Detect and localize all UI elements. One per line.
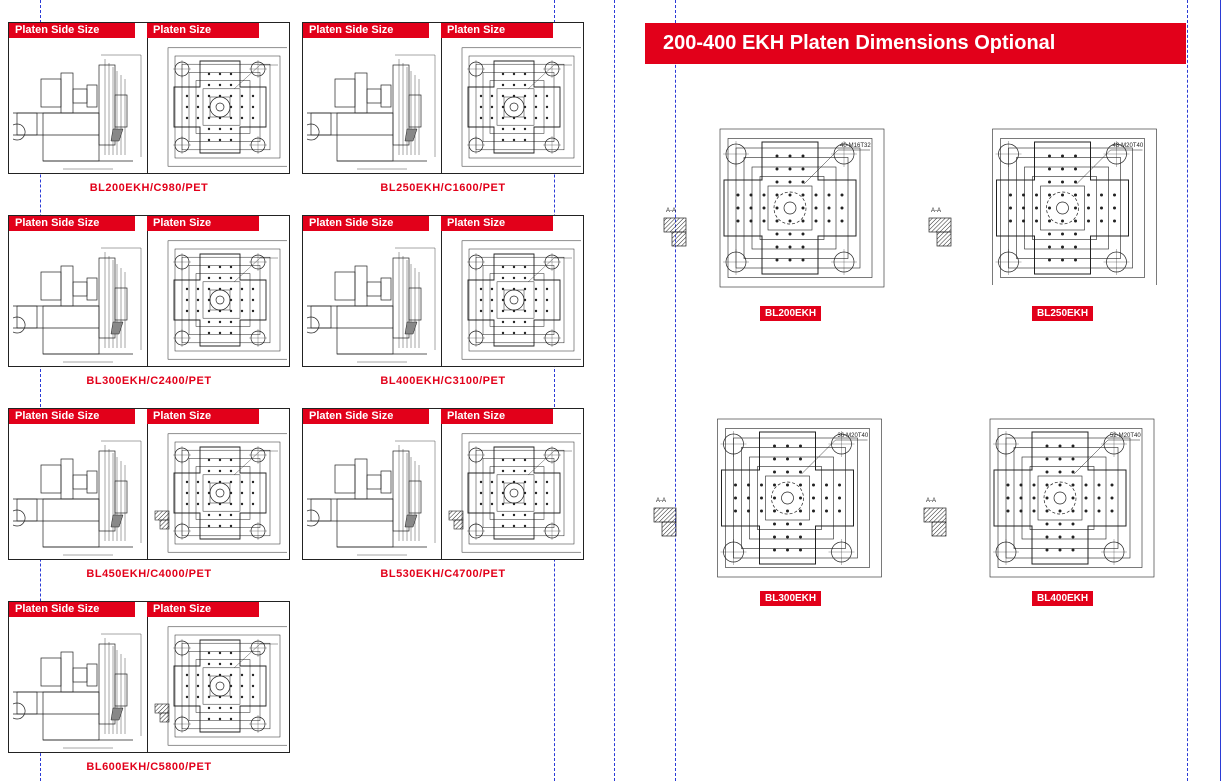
platen-size-tag: Platen Size [147,216,259,231]
model-label: BL200EKH/C980/PET [89,182,209,194]
platen-face-drawing [448,433,581,553]
card-divider [147,216,148,366]
platen-face-drawing [154,433,287,553]
platen-side-size-tag: Platen Side Size [303,409,429,424]
guide-line [675,0,676,781]
guide-line [1187,0,1188,781]
platen-size-tag: Platen Size [441,216,553,231]
card-divider [147,602,148,752]
side-view-drawing [307,54,436,170]
platen-size-tag: Platen Size [441,409,553,424]
card-divider [147,409,148,559]
card-divider [441,409,442,559]
platen-side-size-tag: Platen Side Size [303,23,429,38]
platen-face-drawing [461,47,581,167]
drawing-label: BL250EKH [1032,306,1094,321]
model-label: BL530EKH/C4700/PET [380,568,506,580]
guide-line [1220,0,1221,781]
model-label: BL250EKH/C1600/PET [380,182,506,194]
drawing-label: BL300EKH [760,591,822,606]
side-view-drawing [307,440,436,556]
platen-size-tag: Platen Size [147,409,259,424]
guide-line [614,0,615,781]
hole-spec-note: 52-M20T40 [1110,433,1141,439]
model-label: BL300EKH/C2400/PET [86,375,212,387]
side-view-drawing [13,633,142,749]
side-view-drawing [13,440,142,556]
model-label: BL400EKH/C3100/PET [380,375,506,387]
platen-size-tag: Platen Size [147,23,259,38]
platen-face-drawing [167,240,287,360]
guide-line [40,0,41,781]
spec-card: Platen Side Size Platen Size [8,215,290,367]
section-label: A-A [666,208,676,214]
hole-spec-note: 48-M20T40 [1113,143,1144,149]
section-label: A-A [926,498,936,504]
spec-card: Platen Side Size Platen Size [302,408,584,560]
card-divider [441,23,442,173]
platen-side-size-tag: Platen Side Size [9,409,135,424]
card-divider [441,216,442,366]
platen-side-size-tag: Platen Side Size [303,216,429,231]
platen-side-size-tag: Platen Side Size [9,602,135,617]
platen-face-drawing [461,240,581,360]
card-divider [147,23,148,173]
hole-spec-note: 36-M20T40 [838,433,869,439]
drawing-label: BL400EKH [1032,591,1094,606]
section-label: A-A [656,498,666,504]
model-label: BL450EKH/C4000/PET [86,568,212,580]
drawing-label: BL200EKH [760,306,822,321]
platen-side-size-tag: Platen Side Size [9,23,135,38]
section-label: A-A [931,208,941,214]
platen-face-drawing [154,626,287,746]
platen-side-size-tag: Platen Side Size [9,216,135,231]
spec-card: Platen Side Size Platen Size [8,408,290,560]
hole-spec-note: 40-M16T32 [840,143,871,149]
guide-line [554,0,555,781]
spec-card: Platen Side Size Platen Size [302,22,584,174]
platen-face-drawing [167,47,287,167]
spec-card: Platen Side Size Platen Size [8,22,290,174]
platen-size-tag: Platen Size [147,602,259,617]
page-title: 200-400 EKH Platen Dimensions Optional [645,23,1186,64]
platen-size-tag: Platen Size [441,23,553,38]
spec-card: Platen Side Size Platen Size [302,215,584,367]
spec-card: Platen Side Size Platen Size [8,601,290,753]
side-view-drawing [13,247,142,363]
model-label: BL600EKH/C5800/PET [86,761,212,773]
side-view-drawing [13,54,142,170]
side-view-drawing [307,247,436,363]
